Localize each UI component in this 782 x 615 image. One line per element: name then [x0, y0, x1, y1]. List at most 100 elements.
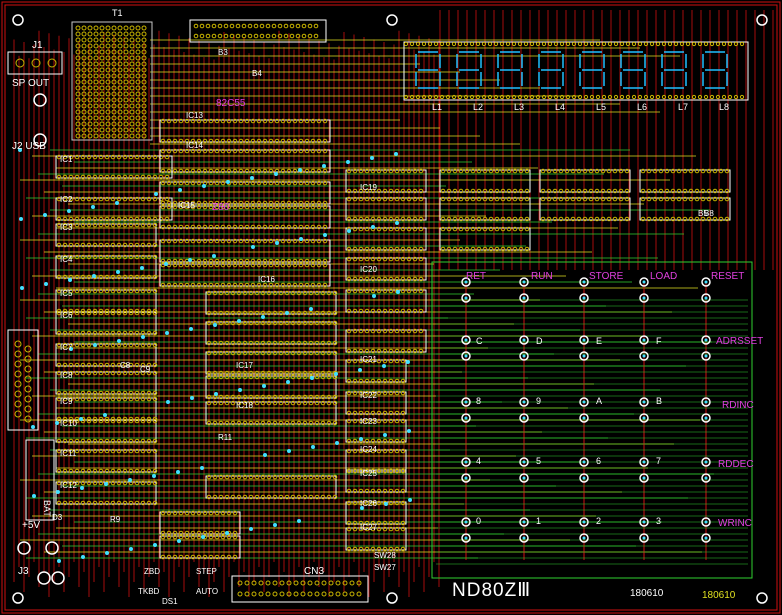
- ic-pin: [238, 282, 244, 288]
- ic-pin: [302, 290, 308, 296]
- ic-pin: [418, 196, 424, 202]
- ic-pin: [302, 400, 308, 406]
- ic-pin: [86, 154, 92, 160]
- display-pin: [481, 94, 487, 100]
- proto-pad: [99, 85, 105, 91]
- seven-segment-digit: [620, 51, 646, 89]
- ic-pin: [248, 394, 254, 400]
- ic-pin: [400, 216, 406, 222]
- ic-label: IC16: [258, 275, 275, 284]
- ic-pin: [394, 348, 400, 354]
- proto-pad: [75, 85, 81, 91]
- display-pin: [427, 94, 433, 100]
- key-pad: [519, 533, 529, 543]
- header-pin: [235, 23, 241, 29]
- ic-pin: [68, 438, 74, 444]
- ic-pin: [272, 290, 278, 296]
- via: [20, 286, 24, 290]
- ic-pin: [140, 342, 146, 348]
- ic-pin: [104, 216, 110, 222]
- dsub-pin: [14, 380, 22, 388]
- display-digit-label: L8: [719, 102, 729, 112]
- ic-pin: [128, 416, 134, 422]
- ic-pin: [128, 242, 134, 248]
- key-pad-hole: [522, 520, 526, 524]
- ic-pin: [352, 246, 358, 252]
- ic-pin: [190, 180, 196, 186]
- ic-pin: [116, 418, 122, 424]
- ic-pin: [128, 254, 134, 260]
- ic-pin: [320, 400, 326, 406]
- ic-pin: [242, 374, 248, 380]
- key-pad-hole: [522, 338, 526, 342]
- ic-label: IC27: [360, 523, 377, 532]
- display-pin: [505, 94, 511, 100]
- switch-label: SW27: [374, 563, 396, 572]
- via: [56, 490, 60, 494]
- header-pin: [289, 23, 295, 29]
- ic-pin: [206, 340, 212, 346]
- ic-pin: [202, 138, 208, 144]
- ic-pin: [232, 238, 238, 244]
- ic-pin: [274, 138, 280, 144]
- display-pin: [643, 41, 649, 47]
- ic-pin: [382, 328, 388, 334]
- proto-pad: [141, 109, 147, 115]
- proto-pad: [141, 37, 147, 43]
- proto-pad: [87, 61, 93, 67]
- ic-pin: [370, 390, 376, 396]
- ic-pin: [122, 196, 128, 202]
- header-pin: [295, 23, 301, 29]
- proto-pad: [117, 25, 123, 31]
- ic-pin: [280, 148, 286, 154]
- header-pin: [301, 33, 307, 39]
- ic-pin: [166, 180, 172, 186]
- ic-pin: [208, 118, 214, 124]
- ic-pin: [208, 224, 214, 230]
- display-digit-label: L7: [678, 102, 688, 112]
- proto-pad: [129, 115, 135, 121]
- cn3-pin: [272, 591, 278, 597]
- ic-pin: [320, 350, 326, 356]
- ic-pin: [80, 370, 86, 376]
- ic-pin: [280, 262, 286, 268]
- via: [117, 339, 121, 343]
- proto-pad: [135, 115, 141, 121]
- ic-pin: [388, 500, 394, 506]
- ic-pin: [296, 340, 302, 346]
- key-pad: [519, 397, 529, 407]
- ic-pin: [332, 474, 338, 480]
- ic-pin: [394, 418, 400, 424]
- ic-pin: [452, 246, 458, 252]
- ic-pin: [98, 342, 104, 348]
- via: [334, 372, 338, 376]
- via: [273, 523, 277, 527]
- component-label: B5: [698, 209, 708, 218]
- ic-pin: [214, 510, 220, 516]
- ic-pin: [352, 226, 358, 232]
- ic-pin: [74, 288, 80, 294]
- display-pin: [535, 94, 541, 100]
- ic-pin: [134, 222, 140, 228]
- ic-pin: [190, 204, 196, 210]
- ic-pin: [724, 216, 730, 222]
- ic-pin: [122, 370, 128, 376]
- proto-pad: [87, 91, 93, 97]
- ic-pin: [564, 188, 570, 194]
- cn3-pin: [265, 580, 271, 586]
- ic-pin: [116, 416, 122, 422]
- proto-pad: [75, 55, 81, 61]
- ic-pin: [164, 174, 170, 180]
- ic-pin: [190, 262, 196, 268]
- ic-pin: [146, 274, 152, 280]
- ic-pin: [178, 282, 184, 288]
- ic-pin: [160, 534, 166, 540]
- ic-pin: [624, 168, 630, 174]
- ic-pin: [352, 288, 358, 294]
- ic-pin: [582, 188, 588, 194]
- via: [285, 311, 289, 315]
- ic-pin: [158, 174, 164, 180]
- ic-pin: [62, 154, 68, 160]
- ic-pin: [296, 320, 302, 326]
- via: [154, 192, 158, 196]
